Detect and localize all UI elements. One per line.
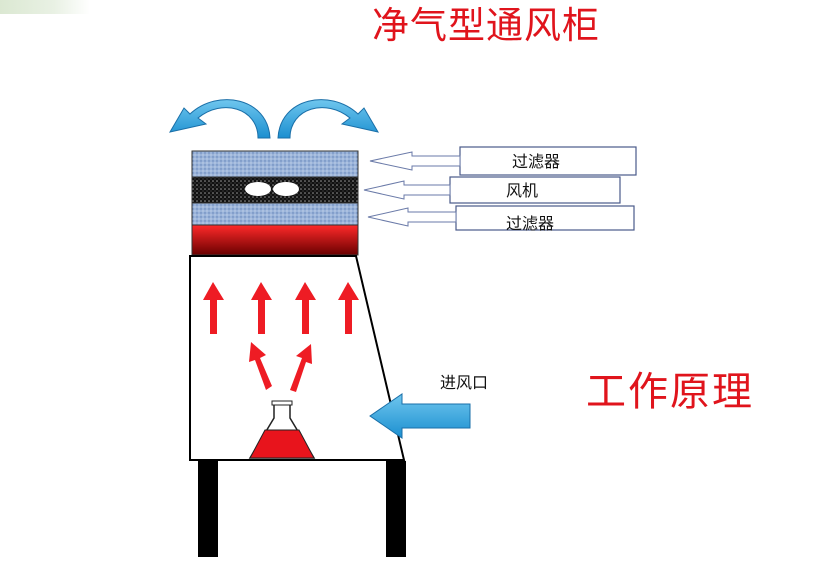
airflow-arrow-up xyxy=(251,282,272,334)
airflow-arrow-up xyxy=(338,282,359,334)
heater-band xyxy=(191,224,359,256)
airflow-arrow-up xyxy=(203,282,224,334)
cabinet-leg-left xyxy=(198,461,218,557)
airflow-arrows xyxy=(203,282,359,392)
exhaust-arrow-left xyxy=(168,99,271,139)
label-fan: 风机 xyxy=(506,181,538,200)
callout-filter-top: 过滤器 xyxy=(369,146,637,176)
corner-tint xyxy=(0,0,90,14)
airflow-arrow-diagonal-right xyxy=(290,344,312,392)
diagram-title: 净气型通风柜 xyxy=(372,4,600,47)
label-filter-bottom: 过滤器 xyxy=(506,214,554,233)
fan-blade-icon xyxy=(245,182,271,196)
air-inlet-arrow xyxy=(369,393,471,439)
cabinet-leg-right xyxy=(386,461,406,557)
airflow-arrow-up xyxy=(295,282,316,334)
callout-fan: 风机 xyxy=(363,176,621,204)
flask-icon xyxy=(248,400,316,459)
label-air-inlet: 进风口 xyxy=(440,373,488,392)
filter-top-layer xyxy=(191,150,359,178)
fan-blade-icon xyxy=(273,182,299,196)
exhaust-arrow-right xyxy=(277,99,380,139)
filter-bottom-layer xyxy=(191,202,359,226)
label-filter-top: 过滤器 xyxy=(512,152,560,171)
callout-filter-bottom: 过滤器 xyxy=(367,205,635,233)
diagram-subtitle: 工作原理 xyxy=(586,369,754,415)
airflow-arrow-diagonal-left xyxy=(249,342,272,390)
